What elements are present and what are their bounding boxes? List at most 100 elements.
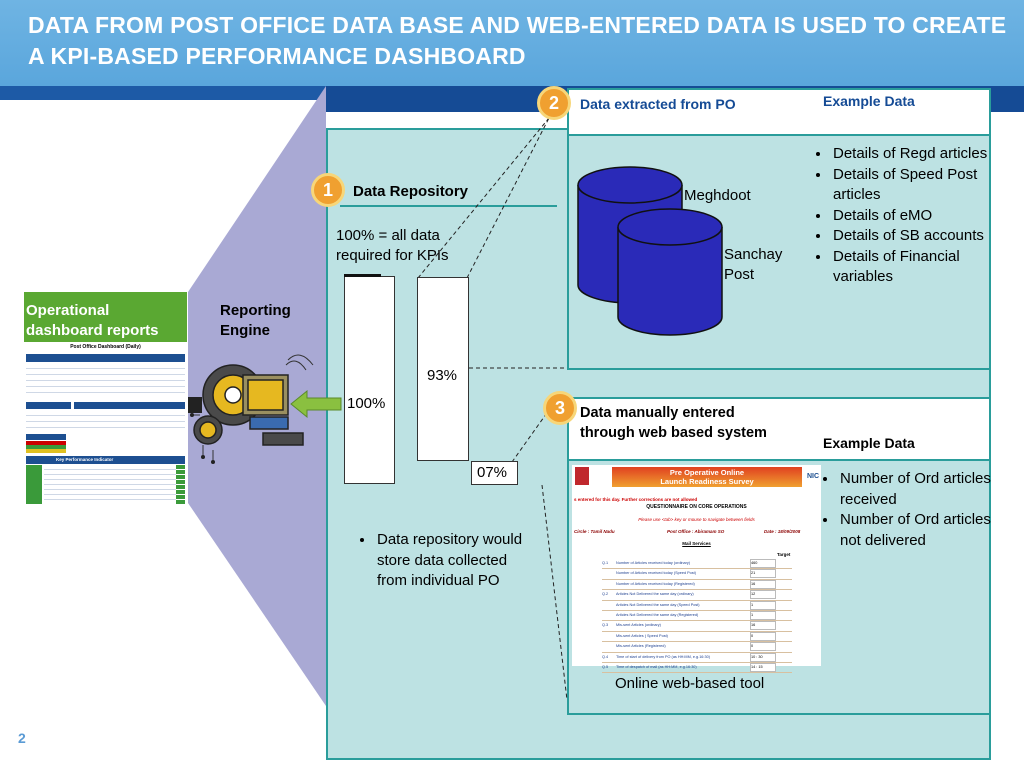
reporting-engine-label: Reporting Engine — [220, 302, 291, 339]
po-data-header — [569, 90, 989, 134]
bar-extracted — [417, 277, 469, 461]
survey-row-question: Number of Articles received today (Speed… — [616, 571, 696, 576]
survey-row: Mis-sent Articles (Registered) 0 — [602, 642, 792, 653]
survey-subsection: Mail Services — [682, 541, 711, 546]
survey-row-question: Number of Articles received today (ordin… — [616, 561, 691, 565]
repository-underline — [340, 205, 557, 207]
survey-row-question: Articles Not Delivered the same day (ord… — [616, 592, 694, 597]
survey-row-number — [602, 580, 616, 589]
bar-manual-label: 07% — [477, 464, 508, 481]
survey-row-value-field[interactable]: 1 — [750, 600, 776, 610]
survey-row-value-field[interactable]: 10 : 30 — [750, 652, 776, 662]
survey-table: Q.1 Number of Articles received today (or… — [602, 559, 792, 674]
survey-row-question: Number of Articles received today (Regis… — [616, 581, 695, 586]
po-data-bullet: Details of Speed Post articles — [831, 165, 1001, 206]
survey-row: Articles Not Delivered the same day (Spe… — [602, 600, 792, 611]
survey-notice: s entered for this day. Further correcti… — [574, 497, 698, 502]
survey-circle: Circle : Tamil Nadu — [574, 529, 615, 534]
step-2-badge: 2 — [537, 86, 571, 120]
po-data-bullets: Details of Regd articles Details of Spee… — [815, 144, 1001, 288]
po-data-bullet: Details of Financial variables — [831, 247, 1001, 288]
po-data-bullet: Details of Regd articles — [831, 144, 1001, 165]
nic-logo: NIC — [806, 473, 819, 480]
survey-row-number: Q.1 — [602, 561, 609, 565]
survey-title: Pre Operative Online Launch Readiness Su… — [612, 468, 802, 486]
survey-row: Number of Articles received today (Speed… — [602, 569, 792, 580]
survey-title-line2: Launch Readiness Survey — [660, 477, 754, 486]
repository-bullets: Data repository would store data collect… — [359, 530, 525, 592]
survey-row-value-field[interactable]: 1 — [750, 610, 776, 620]
survey-row: Q.1 Number of Articles received today (or… — [602, 559, 792, 570]
operational-label: Operational dashboard reports — [26, 302, 159, 339]
survey-row-value-field[interactable]: 0 — [750, 642, 776, 652]
step-3-example-heading: Example Data — [823, 435, 915, 451]
survey-row-question: Mis-sent Articles (ordinary) — [616, 623, 661, 628]
survey-row-value-field[interactable]: 16 — [750, 579, 776, 589]
web-data-bullet: Number of Ord articles received — [838, 469, 1003, 510]
step-2-title: Data extracted from PO — [580, 96, 736, 112]
slide-title: DATA FROM POST OFFICE DATA BASE AND WEB-… — [28, 12, 1007, 69]
survey-row-value-field[interactable]: 12 — [750, 590, 776, 600]
survey-row-number — [602, 601, 616, 610]
survey-section: QUESTIONNAIRE ON CORE OPERATIONS — [646, 504, 747, 510]
survey-row-number: Q.5 — [602, 664, 609, 669]
survey-row: Q.3 Mis-sent Articles (ordinary) 16 — [602, 621, 792, 632]
survey-row-question: Mis-sent Articles ( Speed Post) — [616, 633, 668, 638]
survey-row-question: Time of despatch of mail (as HH:MM, e.g.… — [616, 664, 697, 669]
online-tool-caption: Online web-based tool — [615, 675, 765, 692]
web-data-bullet: Number of Ord articles not delivered — [838, 510, 1003, 551]
reporting-engine-icon — [190, 354, 314, 464]
survey-date: Date : 18/09/2008 — [764, 529, 801, 534]
survey-row-number — [602, 632, 616, 641]
db-meghdoot-label: Meghdoot — [684, 187, 751, 204]
title-bar — [0, 0, 1024, 86]
db-sanchay-label: Sanchay Post — [724, 246, 783, 283]
survey-row: Q.5 Time of despatch of mail (as HH:MM, e… — [602, 662, 792, 674]
survey-screenshot: Pre Operative Online Launch Readiness Su… — [572, 465, 821, 674]
arrow-left-icon — [290, 389, 342, 419]
dashboard-thumbnail-title: Post Office Dashboard (Daily) — [24, 342, 187, 352]
step-3-title: Data manually entered through web based … — [580, 405, 767, 441]
survey-row: Articles Not Delivered the same day (Reg… — [602, 610, 792, 622]
po-data-bullet: Details of eMO — [831, 206, 1001, 227]
survey-row-number — [602, 611, 616, 620]
survey-row-number: Q.4 — [602, 654, 609, 659]
survey-title-line1: Pre Operative Online — [669, 468, 745, 477]
survey-row-question: Time of start of delivery from PO (as HH… — [616, 654, 710, 659]
bar-extracted-label: 93% — [427, 367, 458, 384]
india-post-logo — [575, 467, 589, 485]
survey-row-number — [602, 642, 616, 651]
survey-row-value-field[interactable]: 16 — [750, 621, 776, 631]
survey-row: Mis-sent Articles ( Speed Post) 0 — [602, 631, 792, 643]
dashboard-thumbnail: Post Office Dashboard (Daily) Key Perfor… — [24, 342, 187, 504]
survey-row-value-field[interactable]: 14 : 15 — [750, 662, 776, 672]
survey-row-question: Mis-sent Articles (Registered) — [616, 644, 666, 649]
bar-manual — [471, 461, 518, 485]
survey-row-number — [602, 569, 616, 578]
survey-row-number: Q.2 — [602, 592, 609, 597]
survey-target-header: Target — [777, 552, 791, 557]
survey-row: Number of Articles received today (Regis… — [602, 579, 792, 591]
survey-row-value-field[interactable]: 21 — [750, 569, 776, 579]
bar-total-label: 100% — [347, 395, 386, 412]
bar-total — [344, 276, 395, 484]
survey-row-value-field[interactable]: 460 — [750, 559, 776, 568]
survey-row: Q.2 Articles Not Delivered the same day (… — [602, 590, 792, 601]
survey-row-question: Articles Not Delivered the same day (Reg… — [616, 612, 699, 617]
web-data-divider — [567, 459, 991, 461]
step-1-title: Data Repository — [353, 183, 469, 200]
operational-header — [24, 292, 187, 342]
survey-row-number: Q.3 — [602, 623, 609, 628]
bar-total-cap — [344, 274, 381, 277]
survey-row-value-field[interactable]: 0 — [750, 631, 776, 641]
web-data-bullets: Number of Ord articles received Number o… — [822, 469, 1003, 551]
slide-number: 2 — [18, 730, 26, 746]
database-icons — [577, 166, 723, 336]
po-data-divider — [567, 134, 991, 136]
repository-bullet: Data repository would store data collect… — [375, 530, 525, 592]
survey-hint: Please use <tab> key or mouse to navigat… — [638, 517, 755, 522]
po-data-bullet: Details of SB accounts — [831, 226, 1001, 247]
step-2-example-heading: Example Data — [823, 93, 915, 109]
survey-post-office: Post Office : Abiramam SO — [667, 529, 725, 534]
